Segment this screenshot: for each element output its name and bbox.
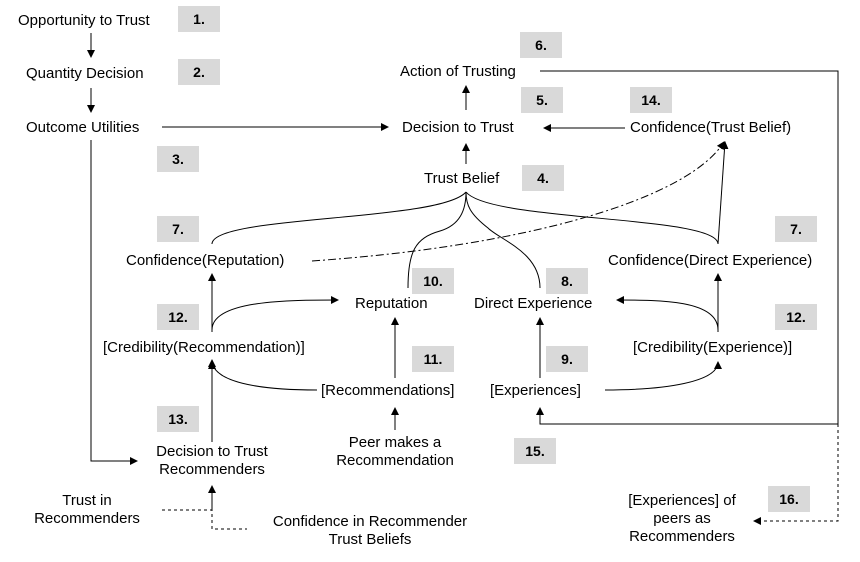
step-badge-12-right: 12. xyxy=(775,304,817,330)
node-confidence-trust-belief: Confidence(Trust Belief) xyxy=(630,119,792,136)
step-badge-9: 9. xyxy=(546,346,588,372)
step-badge-7-left: 7. xyxy=(157,216,199,242)
step-badge-7-right: 7. xyxy=(775,216,817,242)
step-badge-11: 11. xyxy=(412,346,454,372)
node-experiences: [Experiences] xyxy=(490,382,581,399)
node-direct-experience: Direct Experience xyxy=(474,295,593,312)
node-confidence-in-recommender-trust-beliefs: Confidence in Recommender Trust Beliefs xyxy=(272,513,468,548)
curve-cred-recommendation-to-reputation xyxy=(211,296,339,331)
curve-conf-trust-belief-to-direct xyxy=(717,141,729,245)
node-credibility-experience: [Credibility(Experience)] xyxy=(633,339,793,356)
node-decision-to-trust: Decision to Trust xyxy=(402,119,514,136)
step-badge-1: 1. xyxy=(178,6,220,32)
node-reputation: Reputation xyxy=(355,295,428,312)
step-badge-10: 10. xyxy=(412,268,454,294)
step-badge-4: 4. xyxy=(522,165,564,191)
curve-experiences-to-cred-experience xyxy=(604,361,722,391)
step-badge-16: 16. xyxy=(768,486,810,512)
curve-reputation-to-trust-belief xyxy=(407,191,467,289)
node-opportunity-to-trust: Opportunity to Trust xyxy=(18,12,150,29)
step-badge-6: 6. xyxy=(520,32,562,58)
dashed-loop-to-peer-experiences xyxy=(753,424,839,525)
node-confidence-reputation: Confidence(Reputation) xyxy=(126,252,285,269)
dashdot-conf-reputation-to-conf-trust-belief xyxy=(311,141,725,262)
node-recommendations: [Recommendations] xyxy=(321,382,455,399)
node-credibility-recommendation: [Credibility(Recommendation)] xyxy=(103,339,305,356)
step-badge-12-left: 12. xyxy=(157,304,199,330)
curve-recommendations-to-cred-recommendation xyxy=(208,359,318,391)
node-decision-to-trust-recommenders: Decision to Trust Recommenders xyxy=(156,443,268,478)
node-outcome-utilities: Outcome Utilities xyxy=(26,119,140,136)
node-peer-makes-recommendation: Peer makes a Recommendation xyxy=(336,434,454,469)
node-quantity-decision: Quantity Decision xyxy=(26,65,144,82)
step-badge-15: 15. xyxy=(514,438,556,464)
node-confidence-direct-experience: Confidence(Direct Experience) xyxy=(608,252,813,269)
step-badge-5: 5. xyxy=(521,87,563,113)
node-trust-in-recommenders: Trust in Recommenders xyxy=(34,492,140,527)
step-badge-2: 2. xyxy=(178,59,220,85)
step-badge-3: 3. xyxy=(157,146,199,172)
curve-cred-experience-to-direct xyxy=(616,296,719,331)
node-peer-experiences-as-recommenders: [Experiences] of peers as Recommenders xyxy=(628,492,736,545)
arrow-outcome-to-decision-recommenders xyxy=(90,140,138,465)
dashed-trust-in-recommenders-link xyxy=(162,509,247,530)
step-badge-13: 13. xyxy=(157,406,199,432)
step-badge-14: 14. xyxy=(630,87,672,113)
curve-conf-reputation-to-trust-belief xyxy=(211,191,467,245)
curve-direct-to-trust-belief xyxy=(465,191,541,289)
curve-conf-direct-to-trust-belief xyxy=(465,191,719,245)
step-badge-8: 8. xyxy=(546,268,588,294)
node-trust-belief: Trust Belief xyxy=(424,170,500,187)
node-action-of-trusting: Action of Trusting xyxy=(400,63,516,80)
